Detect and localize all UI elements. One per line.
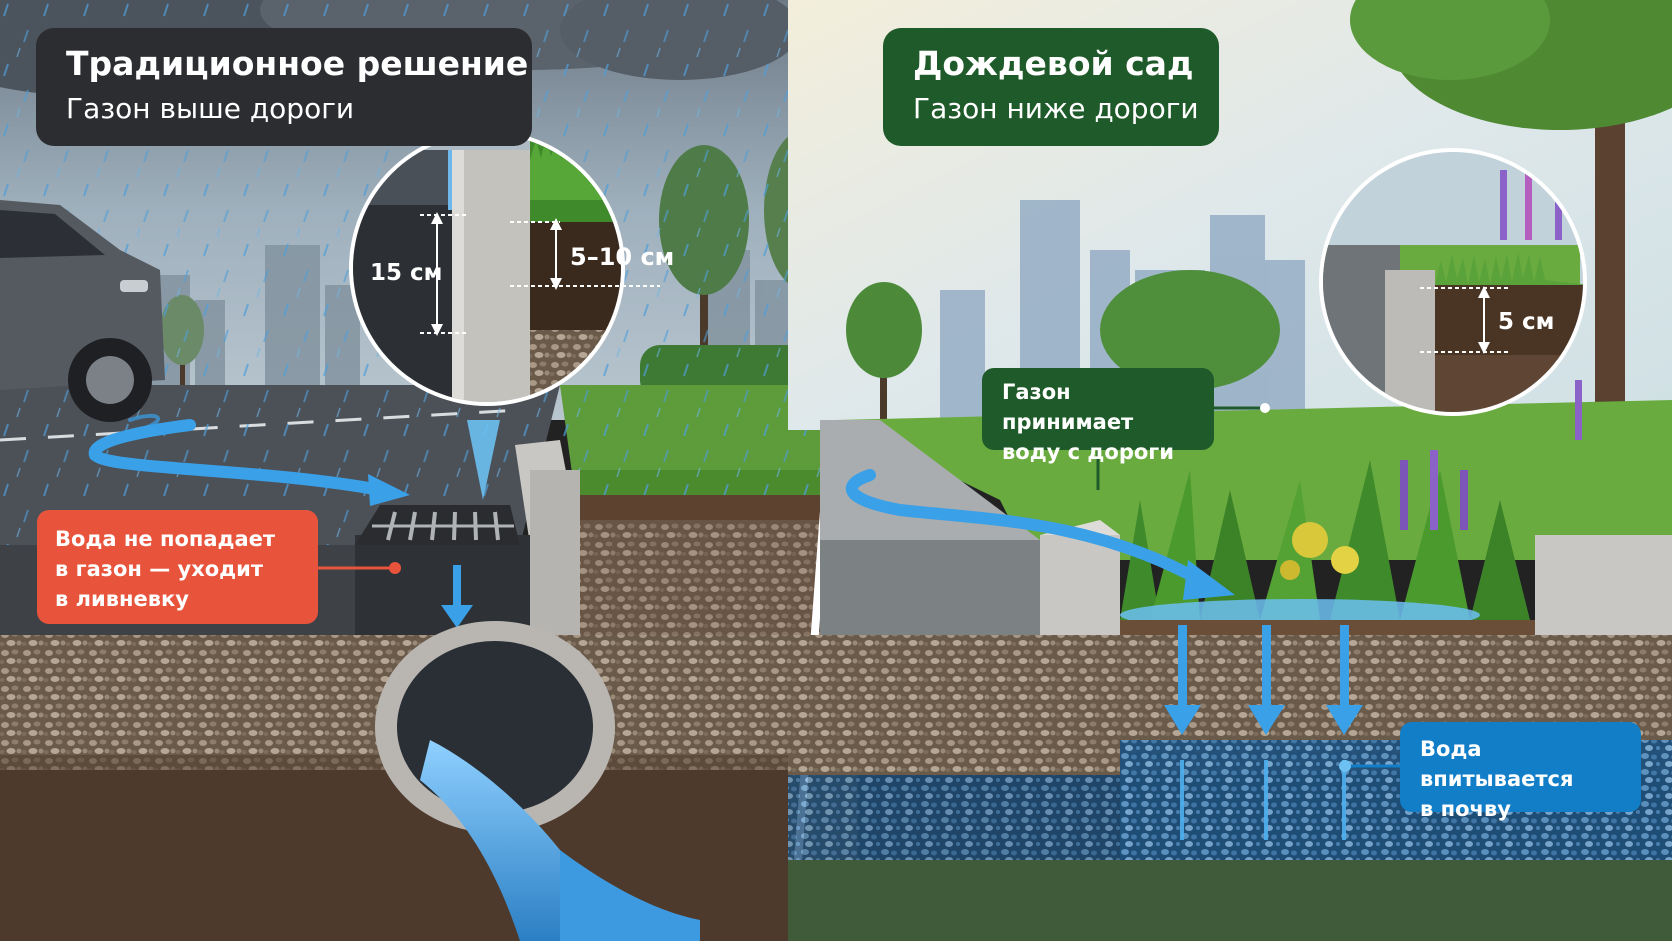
rain-garden-plants bbox=[1120, 380, 1582, 620]
left-panel bbox=[0, 0, 858, 941]
tree-icon bbox=[846, 0, 1672, 520]
callout-line: воду с дороги bbox=[1002, 440, 1174, 464]
right-title-box: Дождевой сад Газон ниже дороги bbox=[883, 28, 1219, 146]
water-flow-arrow-icon bbox=[88, 413, 410, 506]
depression-depth-label: 5 см bbox=[1498, 309, 1555, 335]
lawn-accepts-water-callout: Газон принимает воду с дороги bbox=[982, 368, 1214, 464]
left-subtitle: Газон выше дороги bbox=[66, 92, 355, 125]
arrow-down-icon bbox=[441, 565, 473, 628]
callout-line: в почву bbox=[1420, 797, 1511, 821]
drain-warning-callout: Вода не попадает в газон — уходит в ливн… bbox=[37, 510, 318, 624]
soil-absorption-callout: Вода впитывается в почву bbox=[1400, 722, 1641, 821]
callout-line: Газон принимает bbox=[1002, 380, 1134, 434]
left-title-box: Традиционное решение Газон выше дороги bbox=[36, 28, 532, 146]
callout-line: в газон — уходит bbox=[55, 557, 264, 581]
callout-line: Вода впитывается bbox=[1420, 737, 1574, 791]
left-title: Традиционное решение bbox=[66, 44, 529, 83]
water-flow-arrow-icon bbox=[845, 469, 1235, 600]
storm-drain-grate-icon bbox=[355, 505, 520, 545]
right-subtitle: Газон ниже дороги bbox=[913, 92, 1199, 125]
lawn-offset-label: 5–10 см bbox=[570, 243, 675, 271]
arrow-down-icon bbox=[1164, 625, 1363, 735]
right-title: Дождевой сад bbox=[913, 44, 1194, 83]
callout-line: Вода не попадает bbox=[55, 527, 276, 551]
curb-height-label: 15 см bbox=[370, 260, 443, 286]
car-icon bbox=[0, 200, 165, 422]
right-panel bbox=[788, 0, 1672, 941]
drain-pipe-icon bbox=[375, 621, 700, 941]
callout-line: в ливневку bbox=[55, 587, 189, 611]
